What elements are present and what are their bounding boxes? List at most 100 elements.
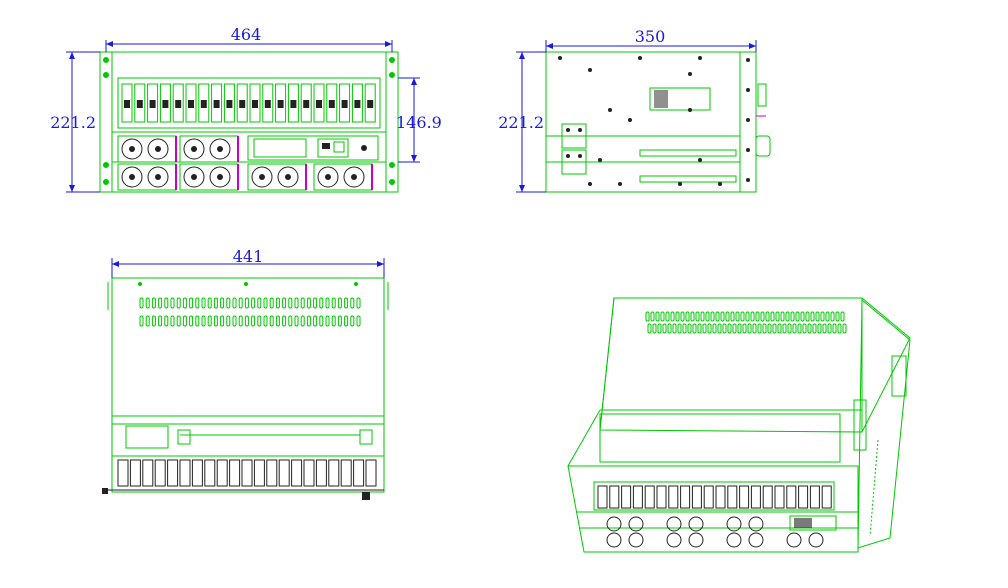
vent-slot	[730, 311, 735, 322]
breaker	[809, 485, 820, 509]
vent-slot	[195, 315, 200, 327]
iso-breaker-panel	[593, 481, 835, 511]
mounting-hole	[588, 182, 592, 186]
mounting-hole	[746, 88, 750, 92]
vent-slot	[350, 315, 355, 327]
breaker	[236, 83, 248, 123]
breaker	[142, 459, 154, 487]
vent-slot	[176, 315, 181, 327]
breaker	[117, 459, 129, 487]
vent-slot	[337, 315, 342, 327]
mounting-hole	[558, 56, 562, 60]
side-view	[545, 51, 771, 193]
vent-slot	[782, 323, 787, 334]
vent-slot	[780, 311, 785, 322]
fan-hub	[191, 146, 197, 152]
vent-slot	[827, 323, 832, 334]
breaker	[223, 83, 235, 123]
breaker	[287, 83, 299, 123]
fan-icon	[606, 532, 622, 548]
fan-module	[247, 163, 307, 191]
side-dimensions	[516, 40, 757, 193]
breaker	[198, 83, 210, 123]
top-width-dimension-label: 441	[233, 247, 264, 266]
vent-slot	[356, 297, 361, 309]
vent-slot	[757, 323, 762, 334]
vent-slot	[319, 315, 324, 327]
vent-slot	[745, 311, 750, 322]
breaker	[159, 83, 171, 123]
fan-hub	[325, 174, 331, 180]
breaker	[179, 459, 191, 487]
vent-slot	[232, 315, 237, 327]
mounting-hole	[688, 72, 692, 76]
vent-slot	[306, 297, 311, 309]
breaker	[644, 485, 655, 509]
mounting-hole	[698, 158, 702, 162]
fan-icon	[209, 166, 231, 188]
vent-slot	[356, 315, 361, 327]
front-width-dimension-label: 464	[231, 25, 262, 44]
fan-icon	[726, 516, 742, 532]
breaker	[739, 485, 750, 509]
vent-slot	[158, 315, 163, 327]
vent-slot	[300, 315, 305, 327]
breaker	[597, 485, 608, 509]
top-inner-module	[125, 425, 169, 449]
vent-slot	[313, 315, 318, 327]
vent-slot	[220, 297, 225, 309]
breaker	[691, 485, 702, 509]
breaker-toggle	[175, 100, 182, 108]
vent-slot	[275, 297, 280, 309]
fan-icon	[748, 532, 764, 548]
vent-slot	[767, 323, 772, 334]
fan-hub	[351, 174, 357, 180]
fan-icon	[343, 166, 365, 188]
vent-slot	[840, 311, 845, 322]
vent-slot	[752, 323, 757, 334]
fan-icon	[121, 166, 143, 188]
vent-slot	[682, 323, 687, 334]
top-dimensions	[111, 258, 385, 278]
breaker	[326, 83, 338, 123]
vent-slot	[837, 323, 842, 334]
vent-slot	[170, 297, 175, 309]
breaker	[167, 459, 179, 487]
fan-hub	[155, 174, 161, 180]
vent-slot	[331, 297, 336, 309]
controller-module	[247, 135, 379, 161]
controller-keypad	[317, 138, 349, 158]
vent-slot	[176, 297, 181, 309]
vent-slot	[189, 297, 194, 309]
fan-icon	[808, 532, 824, 548]
breaker-toggle	[136, 100, 143, 108]
fan-icon	[317, 166, 339, 188]
vent-slot	[331, 315, 336, 327]
vent-slot	[770, 311, 775, 322]
vent-slot	[817, 323, 822, 334]
breaker-toggle	[188, 100, 194, 108]
vent-slot	[700, 311, 705, 322]
breaker	[185, 83, 197, 123]
breaker	[303, 459, 315, 487]
fan-hub	[217, 174, 223, 180]
vent-slot	[795, 311, 800, 322]
vent-slot	[182, 297, 187, 309]
mounting-hole	[698, 56, 702, 60]
vent-slot	[288, 315, 293, 327]
vent-slot	[269, 297, 274, 309]
breaker	[266, 459, 278, 487]
breaker	[147, 83, 159, 123]
screw	[244, 282, 248, 286]
vent-slot	[344, 315, 349, 327]
breaker-toggle	[328, 100, 335, 108]
mounting-hole	[638, 56, 642, 60]
fan-icon	[277, 166, 299, 188]
breaker	[703, 485, 714, 509]
vent-slot	[707, 323, 712, 334]
fan-module	[179, 135, 239, 163]
screw	[138, 282, 142, 286]
side-bracket-lower	[561, 149, 587, 175]
vent-slot	[725, 311, 730, 322]
side-connector-box	[649, 87, 711, 111]
